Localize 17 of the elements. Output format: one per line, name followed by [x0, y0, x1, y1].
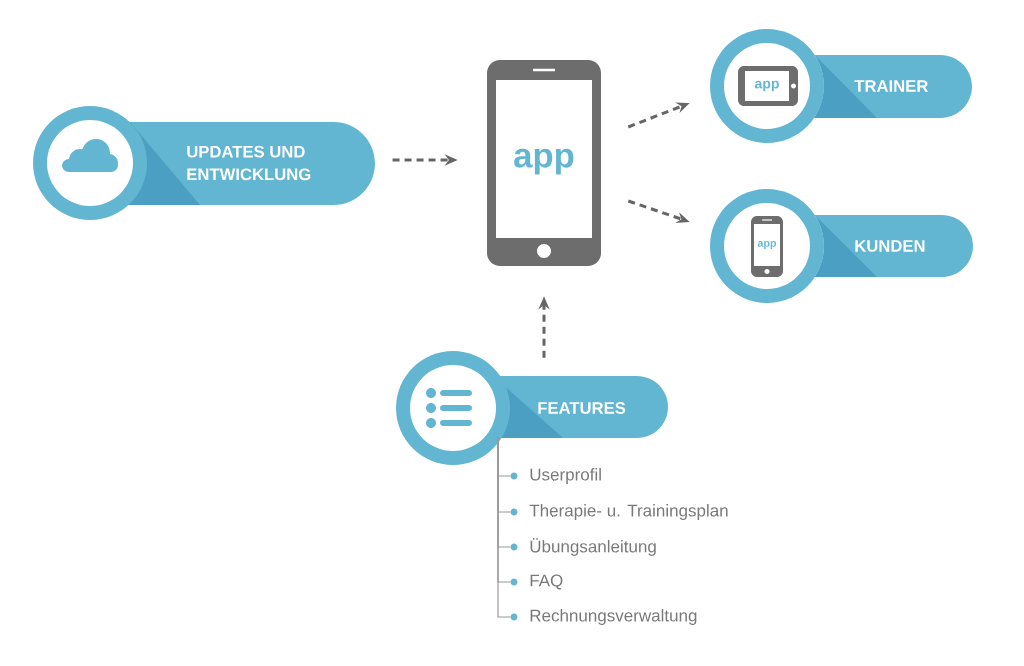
pill-badge: FEATURES	[396, 351, 668, 465]
bullet-item: Therapie- u. Trainingsplan	[510, 504, 728, 520]
node-label: TRAINER	[854, 80, 928, 92]
circle-badge: app	[710, 29, 824, 143]
node-label: KUNDEN	[855, 240, 925, 252]
label-bar: TRAINER	[814, 55, 972, 118]
node-label: FAQ	[530, 574, 563, 590]
label-bar: KUNDEN	[814, 215, 973, 277]
circle-badge: app	[710, 189, 824, 303]
bullet-item: Rechnungsverwaltung	[510, 609, 697, 625]
bullet-item: Userprofil	[510, 468, 601, 484]
smartphone: app	[487, 60, 601, 266]
node-label: Userprofil	[530, 468, 601, 484]
bullet-item: FAQ	[510, 574, 563, 590]
tree-line	[497, 437, 512, 618]
pill-badge: UPDATES UND ENTWICKLUNG	[33, 106, 375, 220]
bullet-item: Übungsanleitung	[510, 538, 656, 556]
